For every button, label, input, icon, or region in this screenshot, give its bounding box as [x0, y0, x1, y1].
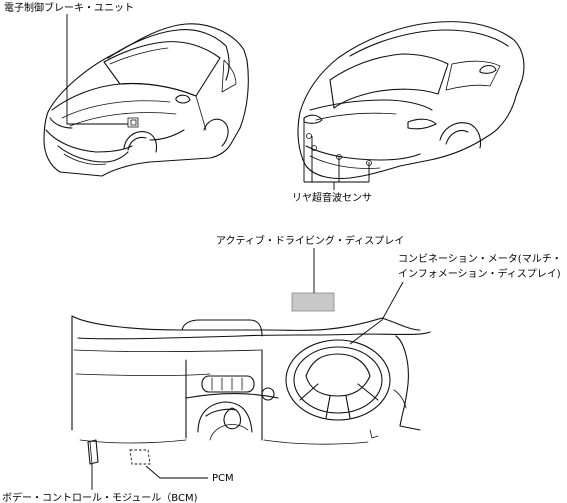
car-rear-view [297, 21, 525, 180]
pcm-module [129, 449, 151, 465]
pcm-label: PCM [212, 473, 234, 484]
combination-meter-label-line1: コンビネーション・メータ(マルチ・ [398, 253, 562, 265]
dashboard [71, 315, 431, 445]
active-driving-display [291, 292, 335, 312]
bcm-label: ボデー・コントロール・モジュール（BCM) [2, 491, 198, 503]
active-display-label: アクティブ・ドライビング・ディスプレイ [216, 234, 404, 247]
combination-meter-label-line2: インフォメーション・ディスプレイ) [398, 267, 561, 280]
rear-sensor-label: リヤ超音波センサ [292, 191, 372, 204]
car-front-view [43, 23, 249, 177]
bcm-module [87, 439, 99, 465]
rear-sensor-leaders [303, 118, 370, 190]
brake-unit-label: 電子制御ブレーキ・ユニット [4, 1, 134, 14]
